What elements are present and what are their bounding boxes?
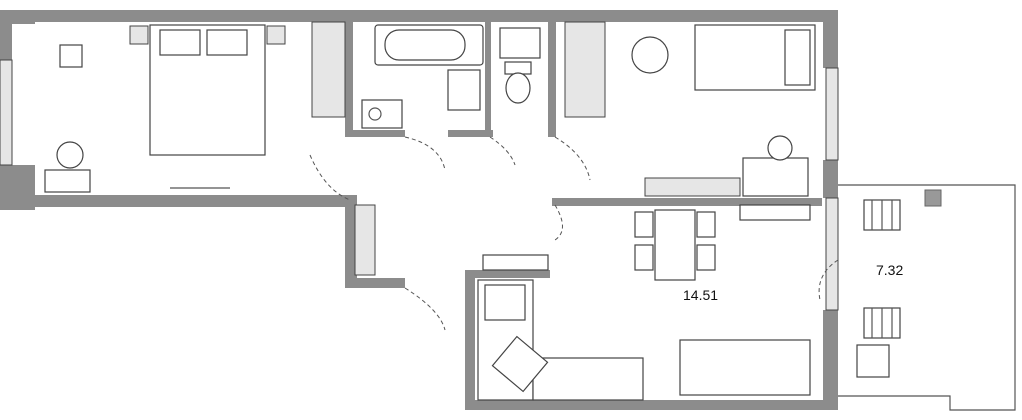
chair <box>767 135 793 161</box>
walls <box>0 10 838 410</box>
pillow <box>159 29 201 56</box>
balcony-chair-bottom <box>863 307 901 339</box>
desk <box>44 169 91 193</box>
wardrobes <box>311 21 606 276</box>
kitchen-sink <box>491 335 549 393</box>
doors <box>309 136 839 331</box>
balcony-chair-top <box>863 199 901 231</box>
bookshelf <box>644 177 741 197</box>
balcony-table <box>856 344 890 378</box>
windows <box>0 59 839 311</box>
toilet-tank <box>504 61 532 75</box>
sofa <box>679 339 811 396</box>
counter-bottom <box>532 357 644 401</box>
sink <box>499 27 541 59</box>
stove <box>484 284 526 321</box>
sink <box>447 69 481 111</box>
bathroom <box>361 24 484 129</box>
dining-table <box>654 209 696 281</box>
washing-machine <box>361 99 403 129</box>
desk <box>742 157 809 197</box>
second-room <box>631 24 816 197</box>
armchair <box>631 36 669 74</box>
living-kitchen: 14.51 <box>477 204 811 401</box>
shelf <box>482 254 549 271</box>
toilet <box>505 72 531 104</box>
toilet-room <box>499 27 541 104</box>
nightstand <box>59 44 83 68</box>
chair <box>56 141 84 169</box>
balcony: 7.32 <box>838 184 1016 411</box>
balcony-area-label: 7.32 <box>876 262 903 278</box>
bedroom <box>44 24 286 193</box>
living-area-label: 14.51 <box>683 287 718 303</box>
tv-stand <box>739 204 811 221</box>
balcony-column <box>924 189 942 207</box>
pillow <box>206 29 248 56</box>
